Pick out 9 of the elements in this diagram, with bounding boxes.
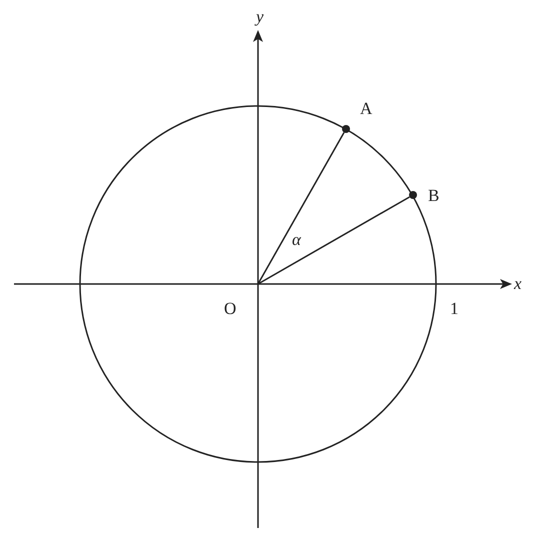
axis-label: x: [514, 275, 522, 293]
point-label: B: [428, 187, 440, 205]
point-label: O: [224, 300, 236, 318]
radius-line: [257, 132, 345, 284]
radius-line: [258, 196, 410, 285]
point-label: A: [360, 100, 372, 118]
tick-label: 1: [450, 300, 458, 318]
axis-label: y: [256, 8, 264, 26]
angle-label: α: [292, 231, 301, 249]
